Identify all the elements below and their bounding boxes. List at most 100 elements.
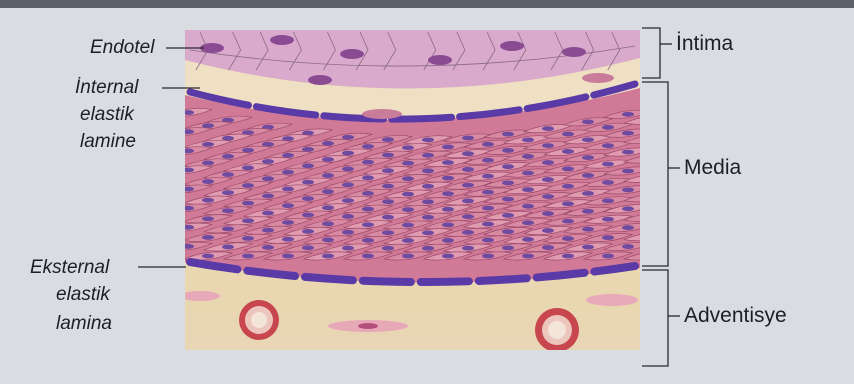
muscle-nucleus [602,143,614,148]
muscle-nucleus [542,160,554,165]
muscle-nucleus [202,254,214,259]
muscle-nucleus [442,145,454,150]
muscle-nucleus [422,168,434,173]
muscle-nucleus [562,254,574,259]
muscle-nucleus [362,160,374,165]
muscle-nucleus [322,238,334,243]
muscle-nucleus [422,230,434,235]
muscle-nucleus [262,176,274,181]
muscle-nucleus [482,238,494,243]
muscle-nucleus [482,254,494,259]
muscle-nucleus [462,151,474,156]
muscle-nucleus [482,174,494,179]
muscle-nucleus [562,236,574,241]
muscle-nucleus [442,160,454,165]
muscle-nucleus [482,206,494,211]
muscle-nucleus [542,228,554,233]
label-internal-1: İnternal [75,76,138,100]
muscle-nucleus [522,137,534,142]
muscle-nucleus [222,154,234,159]
muscle-nucleus [442,207,454,212]
muscle-nucleus [542,245,554,250]
muscle-nucleus [262,159,274,164]
muscle-nucleus [382,153,394,158]
muscle-nucleus [502,197,514,202]
muscle-nucleus [522,171,534,176]
muscle-nucleus [622,169,634,174]
muscle-nucleus [282,237,294,242]
muscle-nucleus [402,161,414,166]
muscle-nucleus [342,230,354,235]
muscle-nucleus [462,214,474,219]
muscle-nucleus [202,198,214,203]
muscle-nucleus [602,198,614,203]
muscle-nucleus [362,254,374,259]
muscle-nucleus [562,184,574,189]
top-edge [0,0,854,8]
muscle-nucleus [502,229,514,234]
fibroblast-nucleus [358,323,378,329]
muscle-nucleus [462,183,474,188]
muscle-nucleus [382,246,394,251]
muscle-nucleus [422,137,434,142]
muscle-nucleus [262,211,274,216]
muscle-nucleus [622,187,634,192]
muscle-nucleus [562,167,574,172]
muscle-nucleus [242,183,254,188]
muscle-nucleus [382,168,394,173]
muscle-nucleus [202,161,214,166]
muscle-nucleus [402,254,414,259]
muscle-nucleus [202,235,214,240]
muscle-nucleus [222,226,234,231]
muscle-nucleus [462,199,474,204]
muscle-nucleus [562,132,574,137]
muscle-nucleus [242,236,254,241]
label-adventisye: Adventisye [684,304,787,328]
muscle-nucleus [362,207,374,212]
muscle-nucleus [402,176,414,181]
muscle-nucleus [242,165,254,170]
muscle-nucleus [442,254,454,259]
adventitia-fibroblast [180,291,220,301]
muscle-nucleus [382,230,394,235]
muscle-nucleus [322,189,334,194]
muscle-nucleus [422,184,434,189]
muscle-nucleus [522,237,534,242]
muscle-nucleus [502,132,514,137]
muscle-nucleus [522,187,534,192]
muscle-nucleus [322,254,334,259]
muscle-nucleus [422,215,434,220]
muscle-nucleus [362,238,374,243]
muscle-nucleus [502,180,514,185]
muscle-nucleus [502,164,514,169]
intima-fibroblast [362,109,402,119]
muscle-nucleus [442,176,454,181]
muscle-nucleus [462,230,474,235]
muscle-nucleus [522,220,534,225]
muscle-nucleus [542,126,554,131]
muscle-nucleus [542,177,554,182]
muscle-nucleus [242,201,254,206]
muscle-nucleus [342,151,354,156]
muscle-nucleus [342,214,354,219]
endothelial-nucleus [308,75,332,85]
muscle-nucleus [282,187,294,192]
muscle-nucleus [302,180,314,185]
muscle-nucleus [522,204,534,209]
muscle-nucleus [462,136,474,141]
muscle-nucleus [202,142,214,147]
label-media: Media [684,156,741,180]
muscle-nucleus [562,201,574,206]
muscle-nucleus [382,184,394,189]
muscle-nucleus [502,148,514,153]
muscle-nucleus [362,222,374,227]
muscle-nucleus [422,153,434,158]
muscle-nucleus [562,219,574,224]
muscle-nucleus [622,244,634,249]
muscle-nucleus [382,199,394,204]
muscle-nucleus [542,211,554,216]
muscle-nucleus [242,148,254,153]
muscle-nucleus [482,158,494,163]
muscle-nucleus [402,207,414,212]
